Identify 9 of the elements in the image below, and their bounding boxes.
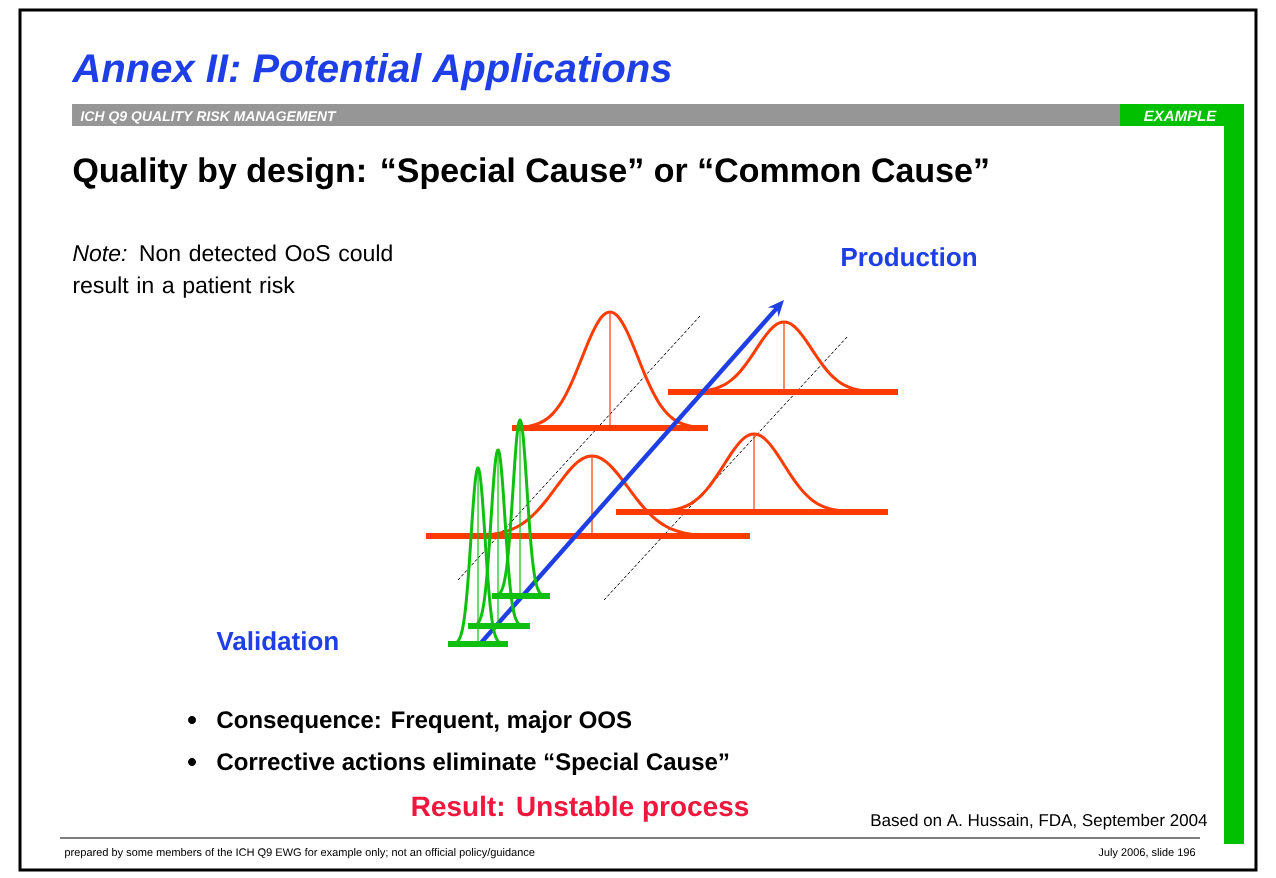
axis-label: Validation [216,631,338,651]
source-note: Based on A. Hussain, FDA, September 2004 [871,813,1208,830]
note-text: Note: Non detected OoS could result in a patient risk [73,244,392,298]
bullet-text: Consequence: Frequent, major OOS [217,710,632,733]
result-text: Result: Unstable process [412,795,749,822]
slide-title: Annex II: Potential Applications [71,53,672,91]
bullet-text: Corrective actions eliminate “Special Cause” [217,752,729,775]
slide-heading: Quality by design: “Special Cause” or “Common Cause” [73,157,988,190]
axis-label: Production [842,247,976,267]
